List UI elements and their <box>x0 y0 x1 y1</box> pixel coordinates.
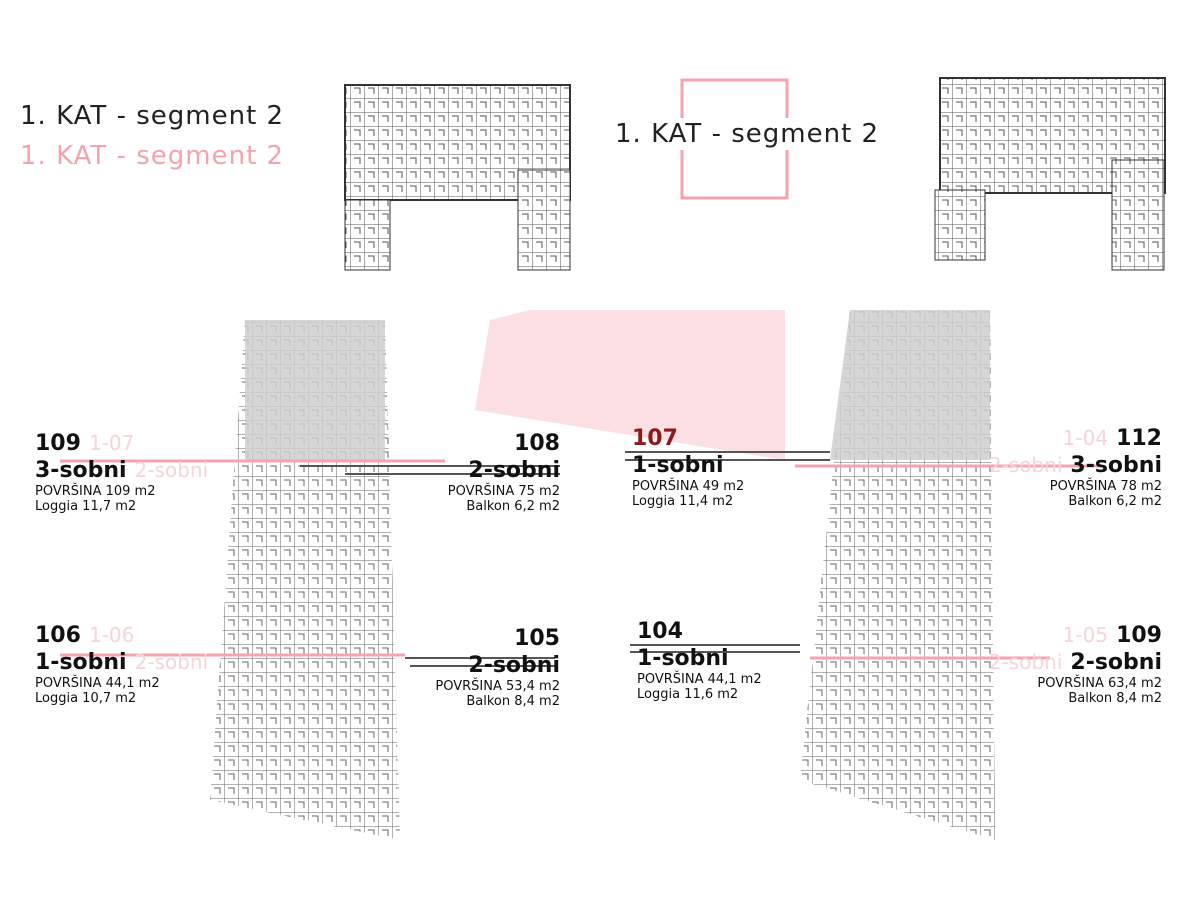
unit-type: 1-sobni <box>637 646 729 671</box>
unit-faint-type: 2-sobni <box>988 650 1063 674</box>
unit-number: 105 <box>514 626 560 651</box>
unit-area: POVRŠINA 53,4 m2 <box>435 679 560 694</box>
unit-extra: Loggia 11,4 m2 <box>632 494 734 509</box>
unit-type: 2-sobni <box>468 458 560 483</box>
unit-extra: Balkon 8,4 m2 <box>1068 691 1162 706</box>
unit-type: 1-sobni <box>35 650 127 675</box>
unit-label: 104 1-sobni POVRŠINA 44,1 m2 Loggia 11,6… <box>637 618 762 702</box>
unit-extra: Balkon 6,2 m2 <box>466 499 560 514</box>
unit-number: 107 <box>632 426 678 451</box>
unit-label: 1-04 112 2-sobni 3-sobni POVRŠINA 78 m2 Ba… <box>950 425 1162 509</box>
unit-type: 3-sobni <box>1070 453 1162 478</box>
unit-area: POVRŠINA 109 m2 <box>35 484 156 499</box>
unit-label: 108 2-sobni POVRŠINA 75 m2 Balkon 6,2 m2 <box>420 430 560 514</box>
unit-faint-id: 1-06 <box>88 623 135 647</box>
floor-plan-right <box>800 310 995 840</box>
floor-plan-left <box>210 320 400 840</box>
highlight-wedge <box>475 310 785 460</box>
unit-label: 105 2-sobni POVRŠINA 53,4 m2 Balkon 8,4 … <box>420 625 560 709</box>
unit-faint-id: 1-04 <box>1062 426 1109 450</box>
page-title-overlay: 1. KAT - segment 2 <box>20 141 285 171</box>
unit-extra: Loggia 11,7 m2 <box>35 499 137 514</box>
unit-faint-type: 2-sobni <box>134 650 209 674</box>
unit-extra: Loggia 10,7 m2 <box>35 691 137 706</box>
unit-number: 106 <box>35 623 81 648</box>
unit-type: 3-sobni <box>35 458 127 483</box>
key-plan-right <box>934 77 1166 271</box>
unit-label: 107 1-sobni POVRŠINA 49 m2 Loggia 11,4 m… <box>632 425 744 509</box>
unit-faint-id: 1-05 <box>1062 623 1109 647</box>
unit-type: 1-sobni <box>632 453 724 478</box>
unit-number: 109 <box>35 431 81 456</box>
unit-extra: Balkon 8,4 m2 <box>466 694 560 709</box>
unit-faint-type: 2-sobni <box>988 453 1063 477</box>
unit-number: 112 <box>1116 426 1162 451</box>
pointer-arrows-dark <box>300 451 830 667</box>
unit-faint-id: 1-07 <box>88 431 135 455</box>
unit-area: POVRŠINA 49 m2 <box>632 479 745 494</box>
pointer-arrows-pink <box>60 459 1100 660</box>
unit-area: POVRŠINA 78 m2 <box>1049 479 1162 494</box>
unit-area: POVRŠINA 44,1 m2 <box>35 676 160 691</box>
key-plan-left <box>344 84 571 271</box>
unit-type: 2-sobni <box>468 653 560 678</box>
unit-area: POVRŠINA 75 m2 <box>447 484 560 499</box>
unit-type: 2-sobni <box>1070 650 1162 675</box>
unit-number: 104 <box>637 619 683 644</box>
unit-number: 109 <box>1116 623 1162 648</box>
unit-number: 108 <box>514 431 560 456</box>
unit-extra: Balkon 6,2 m2 <box>1068 494 1162 509</box>
unit-label: 109 1-07 3-sobni 2-sobni POVRŠINA 109 m2 L… <box>35 430 216 514</box>
segment-title: 1. KAT - segment 2 <box>615 118 880 150</box>
page-title: 1. KAT - segment 2 <box>20 101 285 131</box>
unit-area: POVRŠINA 63,4 m2 <box>1037 676 1162 691</box>
unit-faint-type: 2-sobni <box>134 458 209 482</box>
unit-area: POVRŠINA 44,1 m2 <box>637 672 762 687</box>
unit-extra: Loggia 11,6 m2 <box>637 687 739 702</box>
